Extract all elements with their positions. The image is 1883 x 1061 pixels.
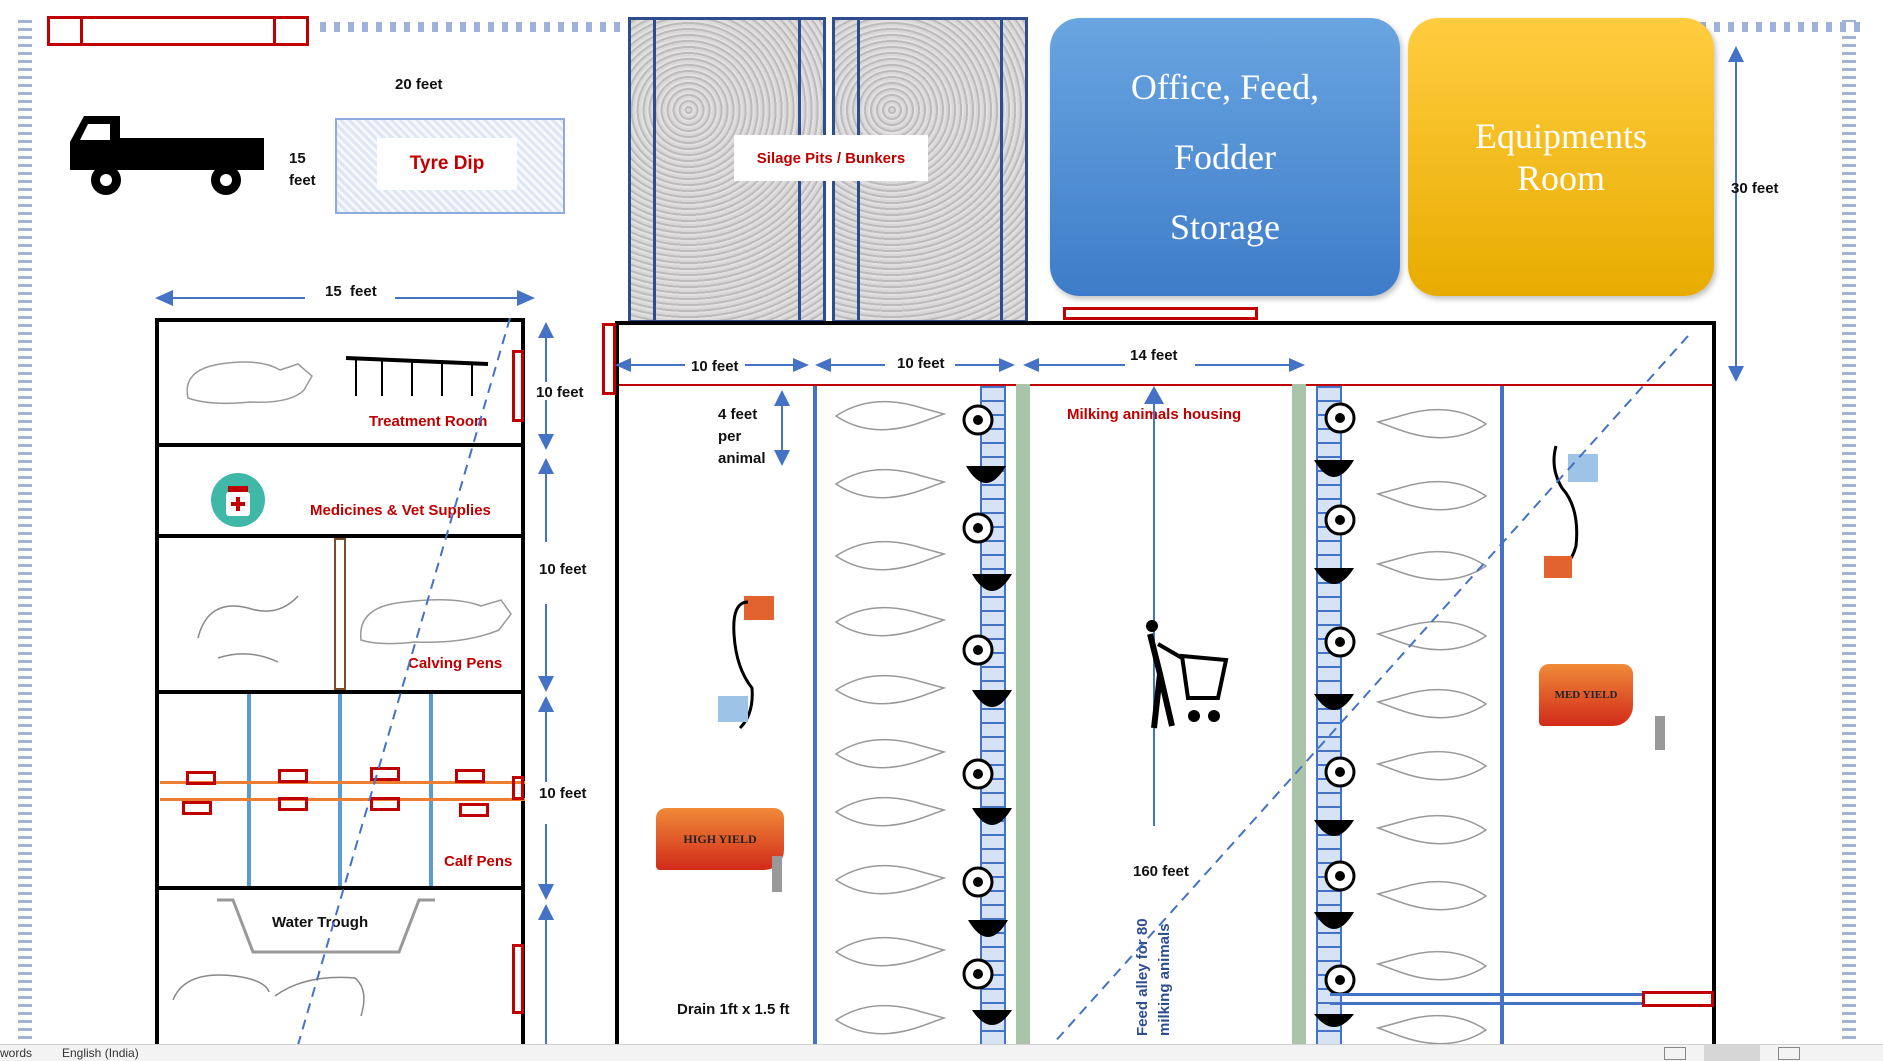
medicines-label: Medicines & Vet Supplies — [310, 502, 491, 519]
milking-housing-building — [615, 321, 1716, 1051]
feed-alley-arrow — [1144, 386, 1164, 826]
dim-per-animal: 4 feet per animal — [718, 406, 766, 467]
silage-label: Silage Pits / Bunkers — [756, 149, 906, 167]
tyre-dip-width: 20 feet — [395, 76, 443, 93]
office-line2: Fodder — [1174, 137, 1276, 177]
dim-calving-10ft: 10 feet — [539, 561, 587, 578]
cow-row-right — [1370, 400, 1490, 1045]
cow-lying-icon — [186, 361, 313, 405]
water-trough — [217, 898, 435, 954]
calf-pens-label: Calf Pens — [444, 853, 513, 870]
water-trough-label: Water Trough — [272, 914, 369, 931]
dim-160ft: 160 feet — [1133, 863, 1189, 880]
drain-line-left — [813, 386, 817, 1051]
treatment-stand-icon — [345, 356, 489, 396]
med-yield-label: MED YIELD — [1554, 689, 1618, 701]
feed-barrier-right — [1316, 386, 1342, 1046]
read-mode-icon[interactable] — [1664, 1047, 1686, 1060]
dim-30ft: 30 feet — [1731, 180, 1779, 197]
bowls-right — [1310, 400, 1370, 1040]
drain-line-right — [1500, 386, 1504, 1051]
office-line3: Storage — [1170, 207, 1280, 247]
cows-drinking-icon — [172, 974, 365, 1017]
status-words: words — [0, 1046, 33, 1060]
left-building — [155, 318, 525, 1048]
office-line1: Office, Feed, — [1130, 67, 1320, 107]
web-layout-icon[interactable] — [1778, 1047, 1800, 1060]
equipments-room: Equipments Room — [1408, 18, 1714, 296]
tyre-dip-label: Tyre Dip — [409, 153, 485, 174]
cow-lying-icon-2 — [360, 599, 512, 645]
high-yield-label: HIGH YIELD — [683, 831, 757, 846]
cow-row-left — [832, 392, 952, 1042]
dim-calf-10ft: 10 feet — [539, 785, 587, 802]
left-fence — [18, 20, 32, 1043]
milking-unit-left — [718, 596, 774, 730]
dim-15ft: 15 feet — [325, 283, 377, 300]
print-layout-icon[interactable] — [1704, 1045, 1760, 1061]
right-fence — [1842, 20, 1856, 1043]
dim-arrow-30ft — [1728, 46, 1744, 382]
dim-arrows-left-block — [538, 322, 554, 1052]
tyre-dip-depth: 15 feet — [289, 150, 316, 189]
dim-arrows-alleys — [615, 358, 1305, 372]
silage-label-box: Silage Pits / Bunkers — [734, 135, 928, 181]
top-fence-right — [1700, 22, 1860, 32]
feed-manger-right — [1292, 384, 1306, 1049]
office-feed-fodder-storage: Office, Feed, Fodder Storage — [1050, 18, 1400, 296]
medicine-bottle-icon — [211, 473, 265, 527]
right-gate — [1642, 991, 1714, 1007]
milking-unit-right — [1544, 445, 1598, 578]
dim-arrow-15ft — [155, 290, 535, 306]
main-gate — [47, 16, 309, 46]
feed-cart-icon — [1146, 620, 1229, 729]
med-yield-banner: MED YIELD — [1539, 664, 1633, 726]
status-language[interactable]: English (India) — [62, 1046, 139, 1060]
tyre-dip: Tyre Dip — [335, 118, 565, 214]
office-gate — [1063, 307, 1258, 320]
equip-line2: Room — [1516, 158, 1605, 198]
bowls-left — [958, 400, 1018, 1040]
equip-line1: Equipments — [1475, 116, 1647, 156]
dim-arrow-per-animal — [774, 390, 790, 466]
treatment-room-label: Treatment Room — [369, 413, 488, 430]
truck-icon — [70, 116, 264, 195]
dim-treatment-10ft: 10 feet — [536, 384, 584, 401]
high-yield-banner: HIGH YIELD — [656, 808, 784, 870]
dim-feed-alley: 14 feet — [1130, 347, 1178, 364]
dim-alley-left: 10 feet — [691, 358, 739, 375]
dim-alley-mid: 10 feet — [897, 355, 945, 372]
calving-pens-label: Calving Pens — [408, 655, 503, 672]
feed-manger-left — [1016, 384, 1030, 1049]
drain-label: Drain 1ft x 1.5 ft — [677, 1001, 790, 1018]
status-bar: words English (India) — [0, 1044, 1883, 1061]
calving-divider — [334, 538, 346, 690]
top-fence-left — [320, 22, 620, 32]
cow-calf-icon — [197, 595, 299, 663]
